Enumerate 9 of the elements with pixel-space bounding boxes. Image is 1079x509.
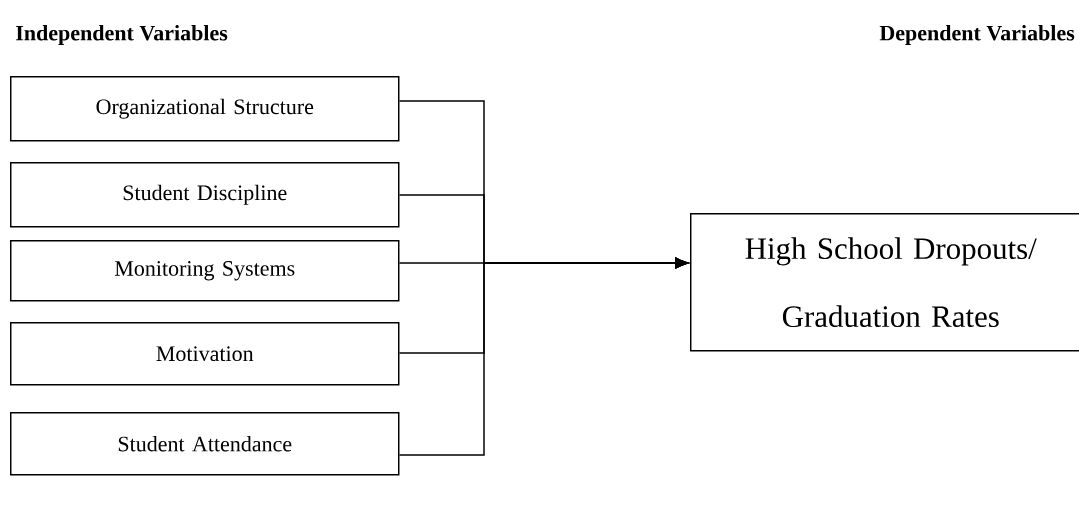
column-heading: Independent Variables [16, 25, 228, 45]
variable-box: Monitoring Systems [10, 240, 400, 302]
variable-box: Motivation [10, 322, 400, 386]
column-heading: Dependent Variables [879, 25, 1075, 45]
connector-arrow [398, 257, 688, 456]
variable-box: Organizational Structure [10, 76, 400, 142]
variable-box: High School Dropouts/ Graduation Rates [690, 213, 1079, 352]
variable-box: Student Attendance [10, 412, 400, 476]
variable-box: Student Discipline [10, 162, 400, 228]
